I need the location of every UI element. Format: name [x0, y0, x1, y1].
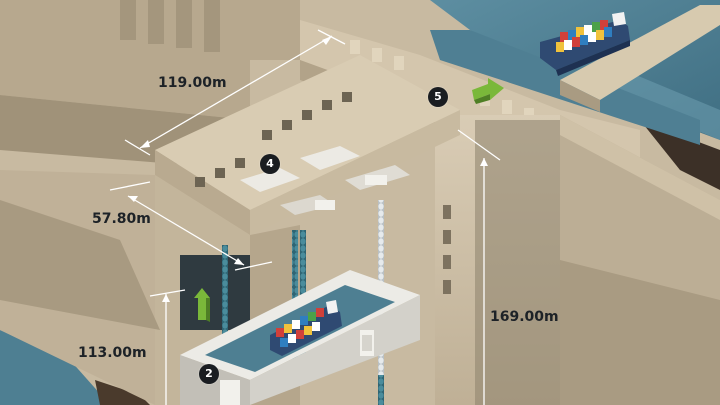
lower-river	[0, 330, 150, 405]
top-length-label: 119.00m	[158, 75, 227, 91]
step-2-badge: 2	[199, 364, 219, 384]
step-4-badge: 4	[260, 154, 280, 174]
up-arrow-icon	[194, 288, 210, 322]
right-arrow-icon	[472, 78, 504, 104]
total-height-label: 169.00m	[490, 309, 559, 325]
upper-container-ship	[540, 12, 630, 76]
width-label: 57.80m	[92, 211, 151, 227]
dam-back	[0, 0, 300, 170]
tower-right	[435, 115, 720, 405]
lower-height-label: 113.00m	[78, 345, 147, 361]
step-5-badge: 5	[428, 87, 448, 107]
chamber-container-ship	[270, 300, 342, 356]
dimension-lines	[109, 29, 501, 405]
winch-machinery	[240, 146, 410, 215]
